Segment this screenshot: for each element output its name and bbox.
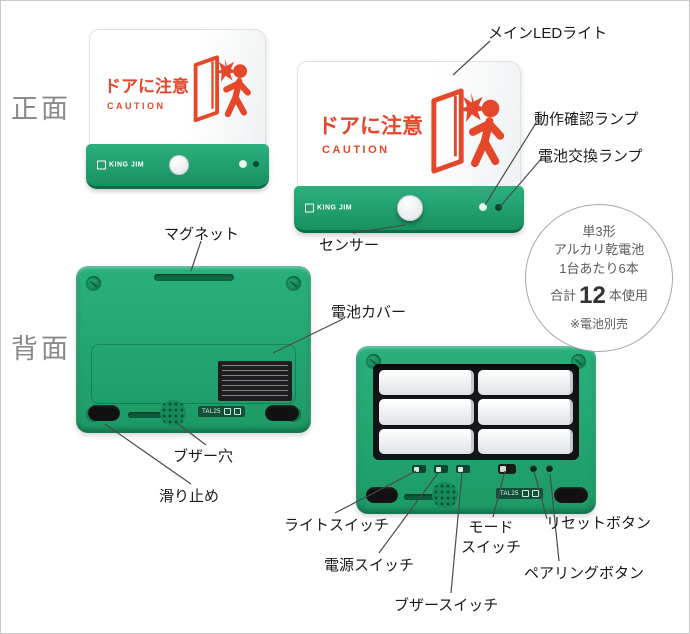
battery-note-total-suffix: 本使用 — [608, 288, 648, 304]
callout-mode-switch: モード スイッチ — [460, 519, 521, 556]
model-text: TAL25 — [202, 408, 221, 415]
sticker-text-lines — [222, 365, 288, 397]
callout-battery-cover: 電池カバー — [331, 304, 407, 321]
battery-lamp-dot — [495, 204, 502, 211]
power-switch — [434, 465, 448, 473]
main-led-lamp: ドアに注意 CAUTION — [297, 61, 521, 195]
brand-logo-icon — [305, 203, 314, 213]
callout-buzzer-switch: ブザースイッチ — [394, 597, 499, 614]
callout-pairing-button: ペアリングボタン — [524, 565, 645, 582]
mode-switch — [498, 464, 516, 474]
callout-power-switch: 電源スイッチ — [324, 557, 415, 574]
pairing-button — [546, 465, 553, 472]
callout-sensor: センサー — [319, 237, 380, 254]
back-device-closed: TAL25 — [76, 266, 311, 433]
buzzer-hole-grille — [432, 482, 458, 508]
model-label: TAL25 — [496, 488, 543, 499]
operation-lamp-dot — [239, 160, 247, 168]
model-label: TAL25 — [198, 406, 245, 417]
battery-note-type: アルカリ乾電池 — [553, 242, 645, 258]
operation-lamp-dot — [479, 203, 487, 211]
battery-lamp-dot — [253, 161, 259, 167]
battery — [478, 428, 573, 454]
device-base: KING JIM — [86, 144, 269, 189]
callout-buzzer-hole: ブザー穴 — [173, 448, 234, 465]
battery-note-total-number: 12 — [579, 282, 606, 310]
front-device-large: ドアに注意 CAUTION KING JIM — [294, 61, 524, 233]
callout-magnet: マグネット — [164, 226, 240, 243]
battery — [478, 370, 573, 396]
anti-slip-foot — [554, 487, 588, 503]
callout-reset-button: リセットボタン — [546, 515, 652, 532]
front-device-small: ドアに注意 CAUTION KING JIM — [86, 29, 269, 189]
certification-mark-icon — [223, 408, 231, 415]
certification-mark-icon — [521, 490, 529, 497]
screw-icon — [86, 276, 101, 291]
back-device-open: TAL25 — [356, 346, 596, 514]
certification-mark-icon — [531, 490, 539, 497]
battery-note-size: 単3形 — [582, 223, 616, 239]
anti-slip-foot — [265, 405, 299, 421]
buzzer-switch — [456, 465, 470, 473]
anti-slip-foot — [88, 405, 120, 421]
battery — [379, 370, 474, 396]
anti-slip-foot — [366, 487, 398, 503]
brand-logo: KING JIM — [305, 203, 353, 213]
caution-text-en: CAUTION — [322, 144, 390, 156]
screw-icon — [286, 276, 301, 291]
caution-text-en: CAUTION — [107, 101, 166, 111]
magnet-slot — [153, 274, 234, 281]
model-text: TAL25 — [500, 490, 519, 497]
instruction-sticker — [218, 361, 292, 401]
vent-slot — [128, 412, 166, 418]
sensor-lens — [168, 155, 189, 175]
battery — [379, 399, 474, 425]
callout-light-switch: ライトスイッチ — [284, 517, 390, 534]
brand-logo-text: KING JIM — [109, 161, 145, 169]
device-base: KING JIM — [294, 186, 524, 233]
reset-button — [530, 465, 537, 472]
battery-note-sold-separately: ※電池別売 — [569, 316, 629, 331]
battery-note-per-unit: 1台あたり6本 — [559, 261, 639, 277]
sensor-lens — [397, 195, 423, 221]
battery-note-total: 合計 12 本使用 — [550, 279, 648, 314]
callout-main-led: メインLEDライト — [488, 25, 608, 42]
callout-operation-lamp: 動作確認ランプ — [534, 111, 639, 128]
callout-anti-slip: 滑り止め — [159, 488, 220, 505]
battery-note-total-prefix: 合計 — [550, 288, 577, 304]
callout-battery-lamp: 電池交換ランプ — [538, 148, 643, 165]
door-caution-icon — [191, 44, 257, 132]
battery — [478, 399, 573, 425]
light-switch — [412, 465, 426, 473]
certification-mark-icon — [233, 408, 241, 415]
battery-note-badge: 単3形 アルカリ乾電池 1台あたり6本 合計 12 本使用 ※電池別売 — [525, 204, 673, 352]
main-led-lamp: ドアに注意 CAUTION — [89, 29, 266, 153]
caution-text-jp: ドアに注意 — [318, 115, 423, 138]
caution-text-jp: ドアに注意 — [104, 77, 189, 96]
door-caution-icon — [428, 76, 512, 184]
section-label-back: 背面 — [11, 334, 71, 364]
battery-compartment — [373, 364, 579, 460]
brand-logo-icon — [97, 160, 106, 170]
battery-cover-panel — [91, 344, 296, 404]
brand-logo-text: KING JIM — [317, 204, 353, 212]
section-label-front: 正面 — [11, 94, 71, 124]
battery — [379, 428, 474, 454]
buzzer-hole-grille — [160, 400, 186, 426]
brand-logo: KING JIM — [97, 160, 145, 170]
